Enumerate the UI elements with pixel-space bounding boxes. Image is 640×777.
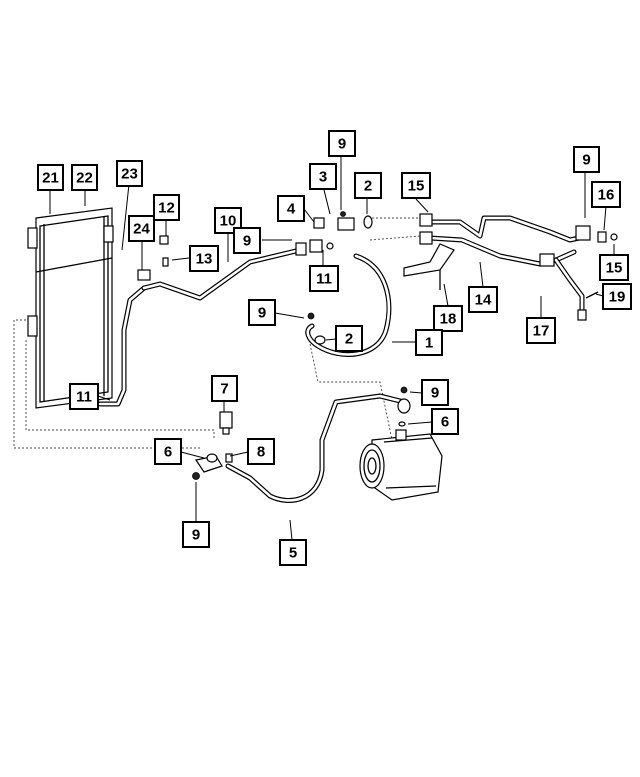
- callout-16: 16: [591, 181, 621, 208]
- svg-text:3: 3: [319, 169, 327, 186]
- callout-9: 9: [248, 299, 276, 326]
- callout-11: 11: [309, 265, 339, 292]
- svg-text:6: 6: [441, 414, 449, 431]
- svg-text:18: 18: [440, 311, 457, 328]
- callout-24: 24: [128, 215, 155, 242]
- svg-text:12: 12: [158, 200, 175, 217]
- callout-13: 13: [189, 245, 219, 272]
- callout-15: 15: [401, 172, 431, 199]
- callout-11: 11: [69, 383, 99, 410]
- callout-9: 9: [573, 146, 600, 173]
- discharge-hose: [225, 386, 411, 503]
- svg-text:19: 19: [609, 289, 626, 306]
- callout-2: 2: [335, 325, 363, 352]
- svg-text:14: 14: [475, 292, 492, 309]
- callout-9: 9: [421, 379, 449, 406]
- callout-18: 18: [433, 305, 463, 332]
- receiver-parts: [159, 235, 169, 267]
- callout-8: 8: [247, 438, 275, 465]
- svg-text:8: 8: [257, 444, 265, 461]
- callout-7: 7: [211, 375, 238, 402]
- svg-text:2: 2: [364, 178, 372, 195]
- svg-text:24: 24: [133, 221, 150, 238]
- callout-2: 2: [354, 172, 382, 199]
- svg-text:4: 4: [287, 201, 296, 218]
- condenser: [14, 207, 114, 409]
- leader-lines: [49, 156, 615, 541]
- svg-text:15: 15: [606, 260, 623, 277]
- callout-14: 14: [468, 286, 498, 313]
- svg-text:6: 6: [164, 444, 172, 461]
- svg-text:9: 9: [243, 233, 251, 250]
- condenser-liquid-line: [97, 285, 147, 407]
- pressure-switch-fittings: [192, 411, 233, 480]
- svg-text:9: 9: [258, 305, 266, 322]
- callout-5: 5: [279, 539, 307, 566]
- expansion-valve-fittings: [309, 211, 373, 253]
- svg-text:5: 5: [289, 545, 297, 562]
- liquid-line: [137, 242, 307, 301]
- callout-9: 9: [233, 227, 261, 254]
- svg-text:9: 9: [431, 385, 439, 402]
- callout-22: 22: [71, 164, 98, 191]
- suction-hose: [305, 253, 392, 357]
- ac-compressor: [359, 429, 443, 501]
- callout-9: 9: [328, 130, 356, 157]
- callout-6: 6: [431, 408, 459, 435]
- svg-text:15: 15: [408, 178, 425, 195]
- svg-text:11: 11: [316, 271, 332, 288]
- svg-text:1: 1: [425, 335, 433, 352]
- rear-ac-lines: [419, 213, 618, 321]
- svg-text:11: 11: [76, 389, 92, 406]
- callout-1: 1: [415, 329, 443, 356]
- callout-19: 19: [602, 283, 632, 310]
- callout-6: 6: [154, 438, 182, 465]
- svg-text:17: 17: [533, 323, 550, 340]
- svg-text:23: 23: [121, 166, 138, 183]
- callout-3: 3: [309, 163, 337, 190]
- svg-text:9: 9: [582, 152, 590, 169]
- svg-text:9: 9: [192, 527, 200, 544]
- callout-21: 21: [37, 164, 64, 191]
- callout-23: 23: [116, 160, 143, 187]
- callout-4: 4: [277, 195, 305, 222]
- svg-text:21: 21: [42, 170, 59, 187]
- svg-text:16: 16: [598, 187, 615, 204]
- callout-12: 12: [153, 194, 180, 221]
- svg-text:9: 9: [338, 136, 346, 153]
- callout-9: 9: [182, 521, 210, 548]
- mounting-bracket: [403, 243, 455, 290]
- svg-text:10: 10: [220, 213, 237, 230]
- svg-text:2: 2: [345, 331, 353, 348]
- callout-15: 15: [599, 254, 629, 281]
- svg-text:7: 7: [220, 381, 228, 398]
- svg-text:22: 22: [76, 170, 93, 187]
- svg-text:13: 13: [196, 251, 213, 268]
- dashed-guide-lines: [13, 217, 421, 449]
- callout-17: 17: [526, 317, 556, 344]
